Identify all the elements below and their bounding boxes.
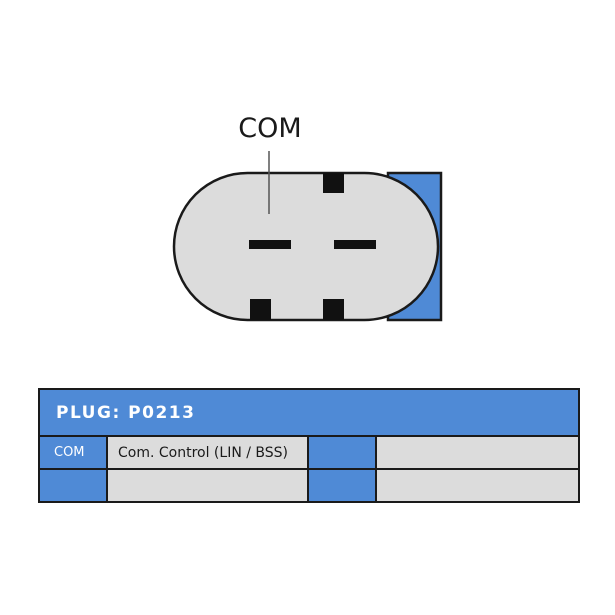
plug-header-row: PLUG: P0213	[38, 388, 580, 437]
plug-title: PLUG: P0213	[38, 388, 580, 437]
pin-number-cell	[307, 468, 377, 503]
table-row	[38, 468, 580, 503]
plug-pinout-table: PLUG: P0213 COM Com. Control (LIN / BSS)	[38, 388, 580, 503]
pin-terminal-middle-right	[334, 240, 376, 249]
pin-terminal-bottom-right	[323, 299, 344, 320]
pin-description-cell	[106, 468, 309, 503]
pin-description-cell: Com. Control (LIN / BSS)	[106, 435, 309, 470]
pin-terminal-middle-left	[249, 240, 291, 249]
connector-housing	[172, 171, 440, 322]
pin-number-cell: COM	[38, 435, 108, 470]
pin-terminal-bottom-left	[250, 299, 271, 320]
pin-number-cell	[307, 435, 377, 470]
pin-callout-label: COM	[238, 113, 301, 144]
connector-diagram: COM	[172, 113, 443, 322]
pin-number-cell	[38, 468, 108, 503]
pin-description-cell	[375, 435, 580, 470]
table-row: COM Com. Control (LIN / BSS)	[38, 435, 580, 470]
pin-description-cell	[375, 468, 580, 503]
pin-terminal-top	[323, 173, 344, 193]
